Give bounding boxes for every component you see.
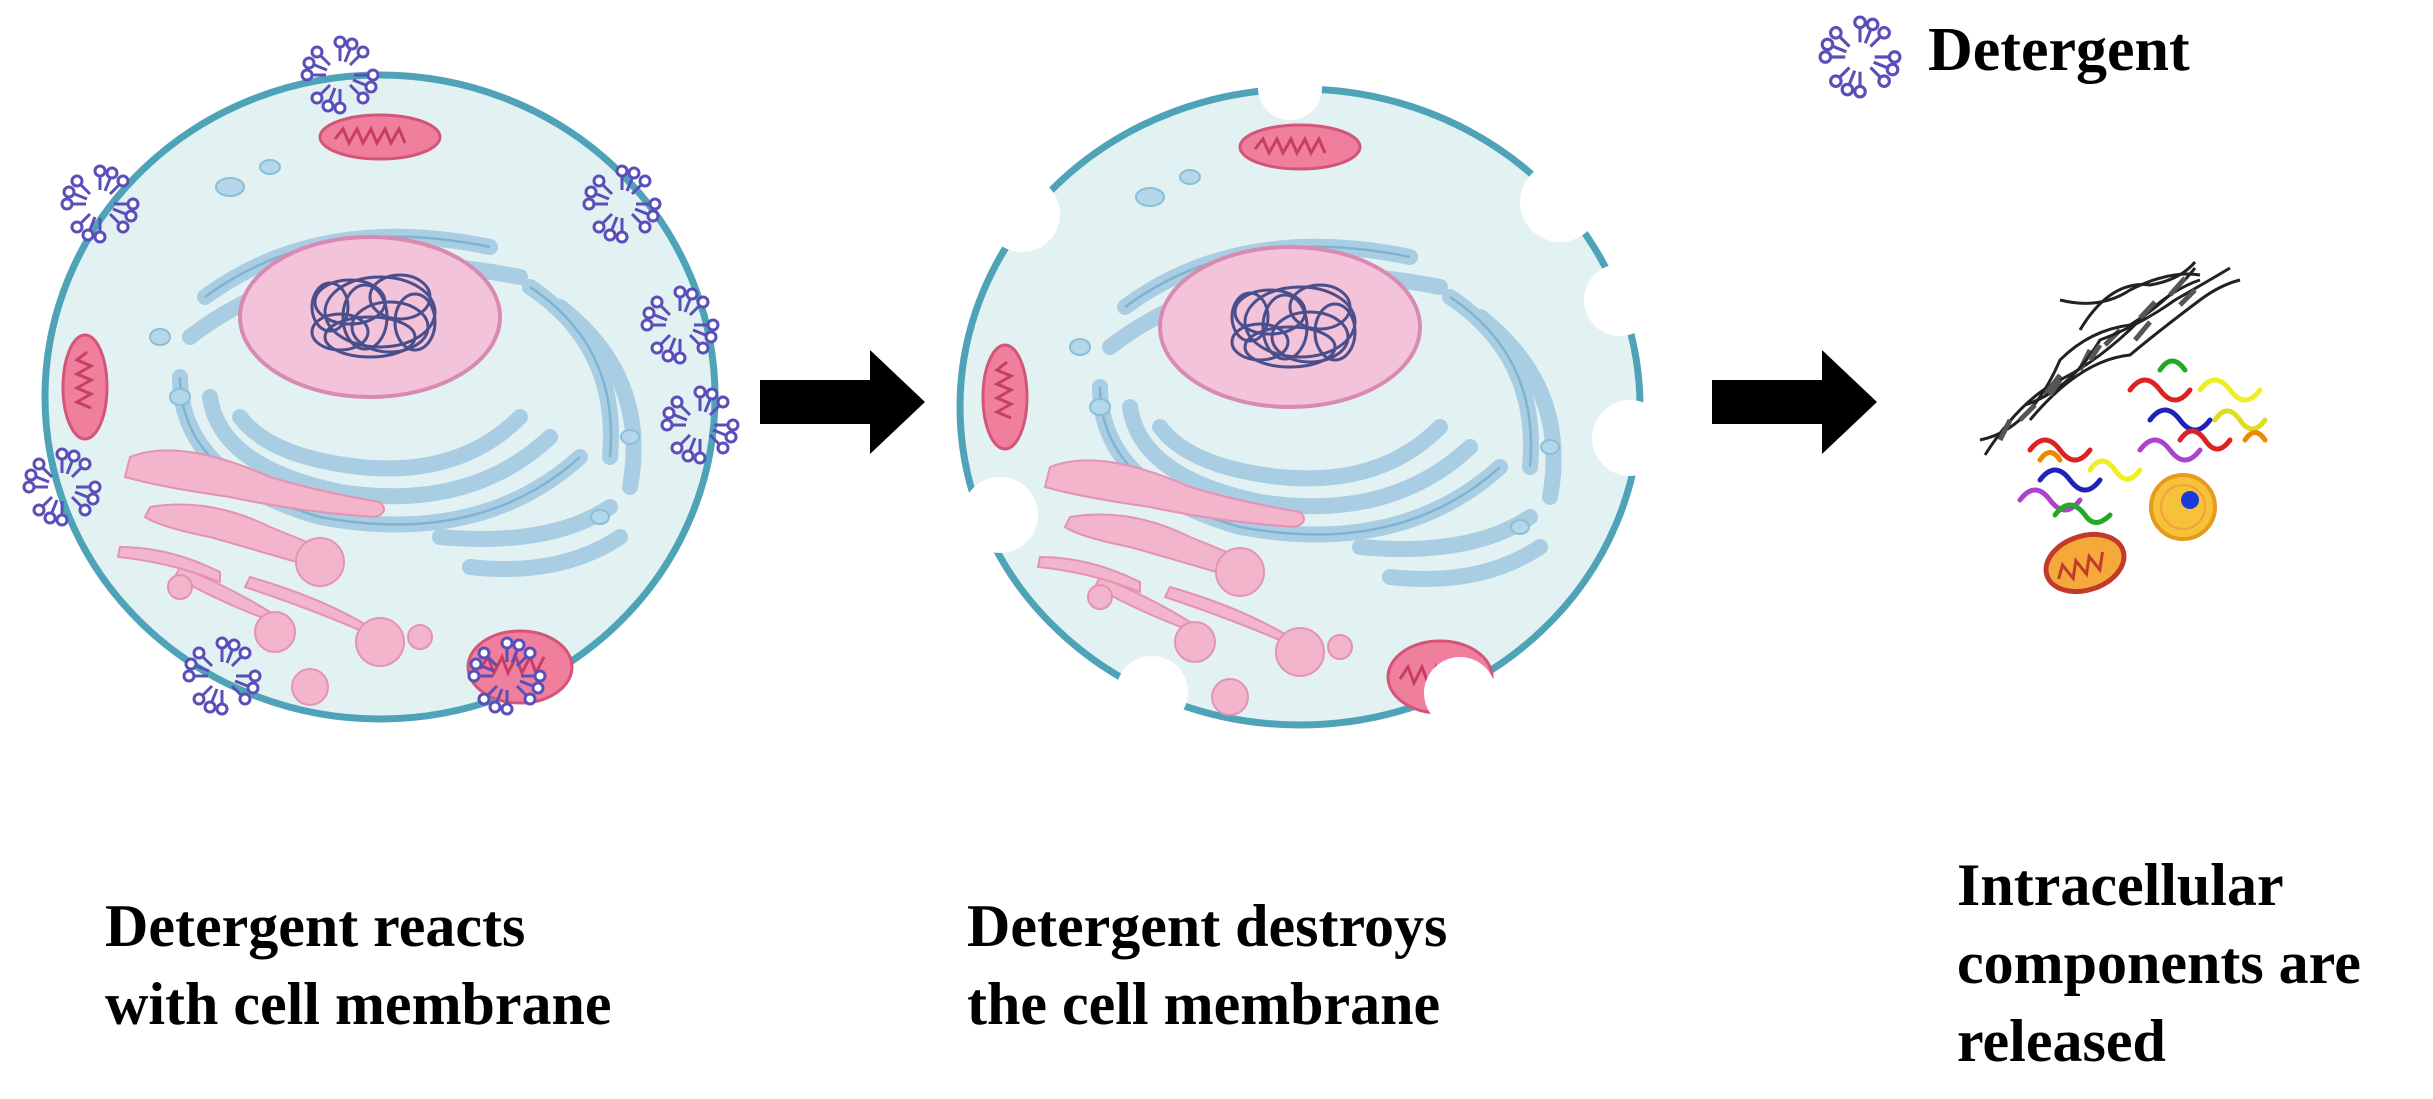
cell-intact	[41, 71, 719, 723]
dna-helix-icon	[1979, 261, 2241, 456]
mitochondrion-icon	[2043, 532, 2127, 594]
detergent-micelle-icon	[1818, 15, 1902, 99]
legend-label: Detergent	[1928, 16, 2190, 84]
caption-line: released	[1957, 1008, 2166, 1074]
arrow-right-2	[1712, 350, 1877, 454]
caption-stage-2: Detergent destroys the cell membrane	[967, 887, 1447, 1043]
protein-icon	[2127, 358, 2268, 463]
caption-line: Intracellular	[1957, 852, 2284, 918]
nucleus-icon	[2149, 473, 2217, 541]
released-components	[1979, 261, 2268, 594]
caption-line: with cell membrane	[105, 971, 612, 1037]
caption-stage-1: Detergent reacts with cell membrane	[105, 887, 612, 1043]
caption-line: Detergent reacts	[105, 893, 526, 959]
caption-line: components are	[1957, 930, 2361, 996]
cell-disrupted	[956, 56, 1668, 729]
caption-line: Detergent destroys	[967, 893, 1448, 959]
caption-line: the cell membrane	[967, 971, 1441, 1037]
arrow-right-1	[760, 350, 925, 454]
protein-icon	[2017, 437, 2143, 525]
caption-stage-3: Intracellular components are released	[1957, 846, 2361, 1080]
